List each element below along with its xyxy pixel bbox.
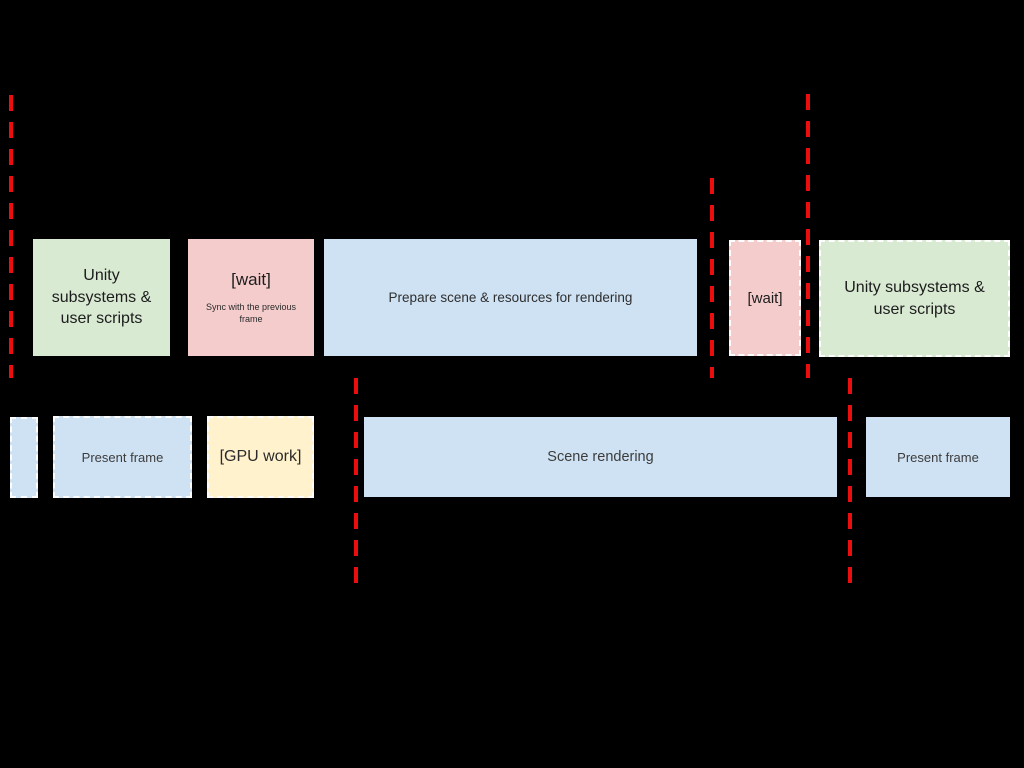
gpu-box-present-frame-previous: Present frame	[53, 416, 192, 498]
frame-boundary-line-2	[710, 178, 714, 378]
cpu-box-wait-sync-sublabel: Sync with the previous frame	[205, 301, 297, 324]
cpu-box-prepare-scene: Prepare scene & resources for rendering	[324, 239, 697, 356]
cpu-box-unity-subsystems-label: Unity subsystems & user scripts	[51, 267, 152, 328]
frame-boundary-line-1	[9, 95, 13, 378]
cpu-box-unity-subsystems-next-frame-label: Unity subsystems & user scripts	[844, 278, 985, 318]
gpu-box-gpu-work: [GPU work]	[207, 416, 314, 498]
gpu-box-present-frame-previous-label: Present frame	[81, 449, 164, 465]
cpu-box-unity-subsystems: Unity subsystems & user scripts	[33, 239, 170, 356]
frame-boundary-line-4	[354, 378, 358, 584]
cpu-box-wait-sync: [wait] Sync with the previous frame	[188, 239, 314, 356]
frame-boundary-line-3	[806, 94, 810, 378]
cpu-box-wait-sync-label: [wait]	[231, 269, 271, 289]
gpu-box-present-frame-next-label: Present frame	[897, 449, 979, 465]
cpu-box-wait-next-frame: [wait]	[729, 240, 801, 356]
gpu-box-previous-frame-sliver	[10, 417, 38, 498]
gpu-box-scene-rendering-label: Scene rendering	[547, 449, 654, 465]
gpu-box-scene-rendering: Scene rendering	[364, 417, 837, 497]
gpu-box-gpu-work-label: [GPU work]	[219, 448, 302, 465]
cpu-box-prepare-scene-label: Prepare scene & resources for rendering	[388, 290, 633, 305]
frame-boundary-line-5	[848, 378, 852, 584]
cpu-box-unity-subsystems-next-frame: Unity subsystems & user scripts	[819, 240, 1010, 357]
cpu-box-wait-next-frame-label: [wait]	[747, 289, 783, 307]
gpu-box-present-frame-next: Present frame	[866, 417, 1010, 497]
